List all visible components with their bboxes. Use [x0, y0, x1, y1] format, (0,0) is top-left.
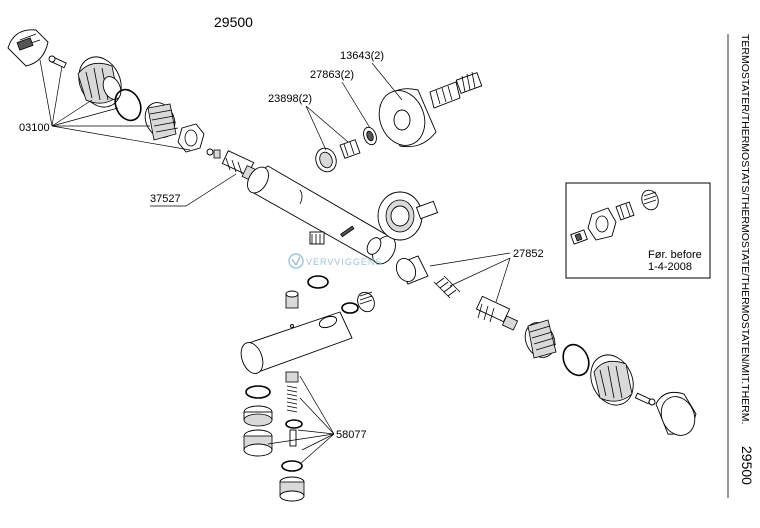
part-label-03100: 03100: [19, 122, 50, 134]
seal-27863: [363, 126, 377, 146]
spout-top-plug: [285, 290, 299, 309]
leader-line-37527: [150, 173, 237, 207]
left-threaded-sleeve: [144, 102, 179, 141]
inset-valve: [615, 201, 635, 221]
part-label-37527: 37527: [150, 193, 181, 205]
right-sleeve: [395, 255, 429, 285]
inset-note-date: 1-4-2008: [648, 261, 692, 273]
side-model-number: 29500: [739, 446, 755, 485]
eccentric-connector: [429, 71, 483, 109]
spout-o-ring: [307, 275, 329, 289]
right-screw: [634, 392, 656, 406]
right-threaded-nut: [524, 319, 557, 359]
body-connection-flange: [377, 191, 439, 241]
part-label-27863: 27863(2): [310, 69, 354, 81]
watermark-text: VERVVIGGENS: [306, 257, 382, 267]
left-nut: [177, 123, 205, 153]
part-label-23898: 23898(2): [268, 93, 312, 105]
wall-connection-assembly: [315, 71, 483, 173]
mixer-main-body: [247, 165, 396, 265]
part-label-13643: 13643(2): [340, 50, 384, 62]
left-knob-cap: [7, 29, 49, 67]
spout-pipe: [240, 311, 353, 374]
leader-line-27863: [341, 81, 371, 129]
leader-line-13643: [371, 62, 403, 101]
left-o-ring: [114, 88, 142, 122]
watermark: VERVVIGGENS: [288, 253, 382, 269]
model-number-title: 29500: [214, 14, 253, 30]
inset-note-before: Før. before: [648, 249, 702, 261]
inset-cartridge: [570, 229, 588, 245]
leader-lines-58077: [267, 375, 335, 465]
inset-old-version-box: Før. before 1-4-2008: [565, 182, 711, 279]
inset-spring: [641, 189, 659, 211]
spout-threaded-insert: [357, 291, 375, 313]
part-label-58077: 58077: [336, 429, 367, 441]
spout-side-o-ring: [341, 302, 359, 314]
left-screw: [48, 55, 67, 69]
left-washer-2: [213, 149, 221, 159]
inset-nut: [587, 207, 617, 241]
left-handle-body: [77, 56, 122, 108]
right-spring: [433, 275, 461, 299]
leader-lines-03100: [39, 59, 191, 151]
right-cartridge-assembly: [395, 255, 697, 436]
leader-lines-23898: [305, 105, 349, 151]
diverter-parts: [279, 371, 305, 502]
part-label-27852: 27852: [513, 248, 544, 260]
left-handle-assembly: [7, 29, 261, 183]
cover-disc-13643: [378, 88, 437, 148]
aerator-parts: [243, 385, 273, 457]
right-handle-body: [590, 354, 634, 406]
thermostat-cartridge-27852: [475, 295, 519, 331]
left-washer-1: [206, 148, 214, 156]
side-category-title: TERMOSTATER/THERMOSTATS/THERMOSTATE/THER…: [739, 34, 751, 424]
leader-lines-27852: [429, 252, 511, 303]
body-outlet-stub: [309, 231, 325, 245]
right-knob-cap: [655, 391, 697, 436]
check-valve-23898: [315, 139, 361, 173]
right-o-ring: [562, 343, 590, 377]
spout-assembly: [240, 275, 375, 502]
